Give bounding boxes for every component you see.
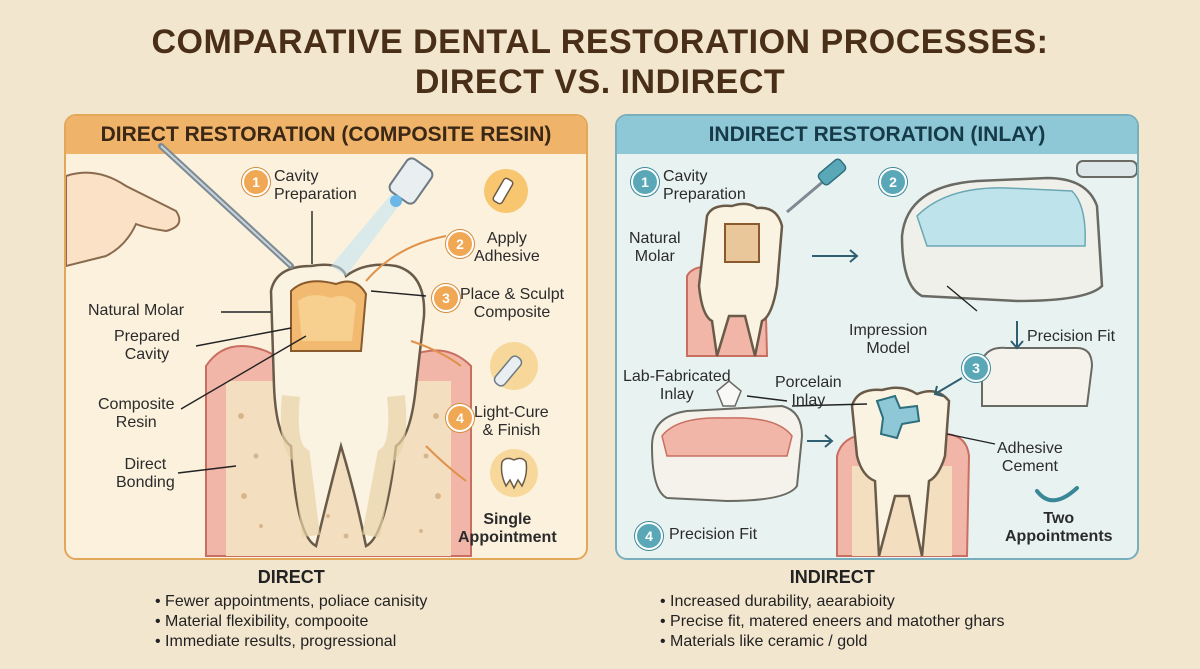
direct-step-4-label: Light-Cure& Finish [474,404,549,439]
pointer-lines [746,285,996,445]
tooth-icon [490,449,538,497]
flow-arrows [807,249,1024,448]
direct-panel-header: DIRECT RESTORATION (COMPOSITE RESIN) [66,116,586,154]
indirect-step-2-badge: 2 [879,168,907,196]
dental-model-icon [981,346,1094,407]
indirect-illustration [650,158,1137,557]
indirect-step-4-badge: 4 [635,522,663,550]
direct-summary-title: DIRECT [257,567,325,587]
title-line-2: DIRECT VS. INDIRECT [414,63,786,101]
direct-summary-item: Material flexibility, compooite [155,612,427,632]
direct-step-4-badge: 4 [446,404,474,432]
direct-summary: DIRECT Fewer appointments, poliace canis… [155,566,427,652]
curing-pen-icon [490,342,538,390]
indirect-step-3-badge: 3 [962,354,990,382]
impression-tray-icon [900,160,1137,303]
direct-illustration [66,143,538,557]
title-line-1: COMPARATIVE DENTAL RESTORATION PROCESSES… [151,23,1049,61]
checkmark-icon [1035,486,1079,503]
direct-step-1-badge: 1 [242,168,270,196]
flow-arrows [365,235,467,482]
direct-step-2-badge: 2 [446,230,474,258]
hand-instrument-icon [66,143,294,269]
indirect-step-4-label: Precision Fit [669,526,758,543]
page-title: COMPARATIVE DENTAL RESTORATION PROCESSES… [0,22,1200,102]
indirect-summary-title: INDIRECT [789,567,875,587]
direct-restoration-panel: DIRECT RESTORATION (COMPOSITE RESIN) [64,114,588,560]
direct-step-3-badge: 3 [432,284,460,312]
indirect-step-1-badge: 1 [631,168,659,196]
adhesive-brush-icon [484,169,528,213]
dental-drill-icon [786,158,847,214]
precision-fit-label: Precision Fit [1027,328,1116,345]
indirect-summary: INDIRECT Increased durability, aearabioi… [660,566,1004,652]
curing-light-icon [331,157,434,276]
natural-molar-label: Natural Molar [88,302,185,319]
pointer-lines [177,211,427,474]
indirect-summary-item: Precise fit, matered eneers and matother… [660,612,1004,632]
indirect-summary-item: Increased durability, aearabioity [660,592,1004,612]
indirect-panel-header: INDIRECT RESTORATION (INLAY) [617,116,1137,154]
indirect-summary-item: Materials like ceramic / gold [660,632,1004,652]
prepared-molar-icon [686,202,784,357]
direct-summary-item: Fewer appointments, poliace canisity [155,592,427,612]
lab-model-icon [650,380,804,503]
indirect-restoration-panel: INDIRECT RESTORATION (INLAY) [615,114,1139,560]
direct-summary-item: Immediate results, progressional [155,632,427,652]
restored-molar-icon [836,386,971,557]
